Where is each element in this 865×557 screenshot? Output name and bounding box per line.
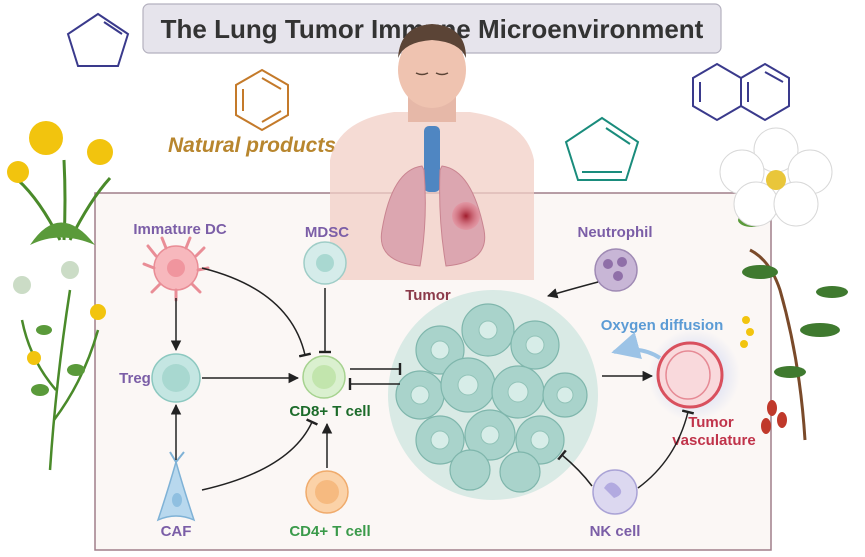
- caf-label: CAF: [161, 523, 192, 540]
- pentagon-ring-icon: [564, 116, 640, 181]
- cyclopentene-icon: [66, 12, 130, 67]
- nk-cell: [592, 469, 638, 515]
- oxygen-diffusion-label: Oxygen diffusion: [601, 317, 724, 334]
- caf-cell: [156, 451, 196, 522]
- treg-cell: [151, 353, 201, 403]
- tumor-label: Tumor: [405, 287, 451, 304]
- tumor-mass: [388, 290, 598, 500]
- tumor-vasculature-vessel: [656, 341, 724, 409]
- inhibit-immature-dc-to-cd8: [201, 267, 312, 358]
- mdsc-cell: [303, 241, 347, 285]
- cd4-t-cell: [305, 470, 349, 514]
- berry-plant: [740, 248, 848, 441]
- vasculature-label-line1: Tumor: [688, 414, 734, 431]
- lung-tumor-spot: [452, 202, 480, 230]
- neutrophil-cell: [594, 248, 638, 292]
- vasculature-label-line2: vasculature: [672, 432, 755, 449]
- arrow-neutrophil-to-tumor: [546, 281, 599, 299]
- clover-plant: [13, 261, 106, 471]
- natural-products-label: Natural products: [168, 134, 336, 157]
- left-lung: [380, 165, 426, 267]
- treg-label: Treg: [119, 370, 151, 387]
- inhibit-nk-to-tumor: [557, 449, 593, 487]
- mdsc-label: MDSC: [305, 224, 349, 241]
- neutrophil-label: Neutrophil: [578, 224, 653, 241]
- immature-dc-label: Immature DC: [133, 221, 227, 238]
- cd4-t-cell-label: CD4+ T cell: [289, 523, 370, 540]
- inhibit-nk-to-vasculature: [637, 409, 695, 489]
- human-figure: [330, 24, 534, 280]
- immature-dc-cell: [142, 236, 210, 302]
- nk-cell-label: NK cell: [590, 523, 641, 540]
- dandelion-plant: [7, 121, 113, 245]
- white-flower: [719, 127, 833, 227]
- benzene-icon: [235, 68, 289, 132]
- cd8-t-cell: [302, 355, 346, 399]
- interaction-arrows: [170, 267, 695, 491]
- naphthalene-icon: [692, 62, 790, 122]
- inhibit-caf-to-cd8: [201, 418, 318, 491]
- cd8-t-cell-label: CD8+ T cell: [289, 403, 370, 420]
